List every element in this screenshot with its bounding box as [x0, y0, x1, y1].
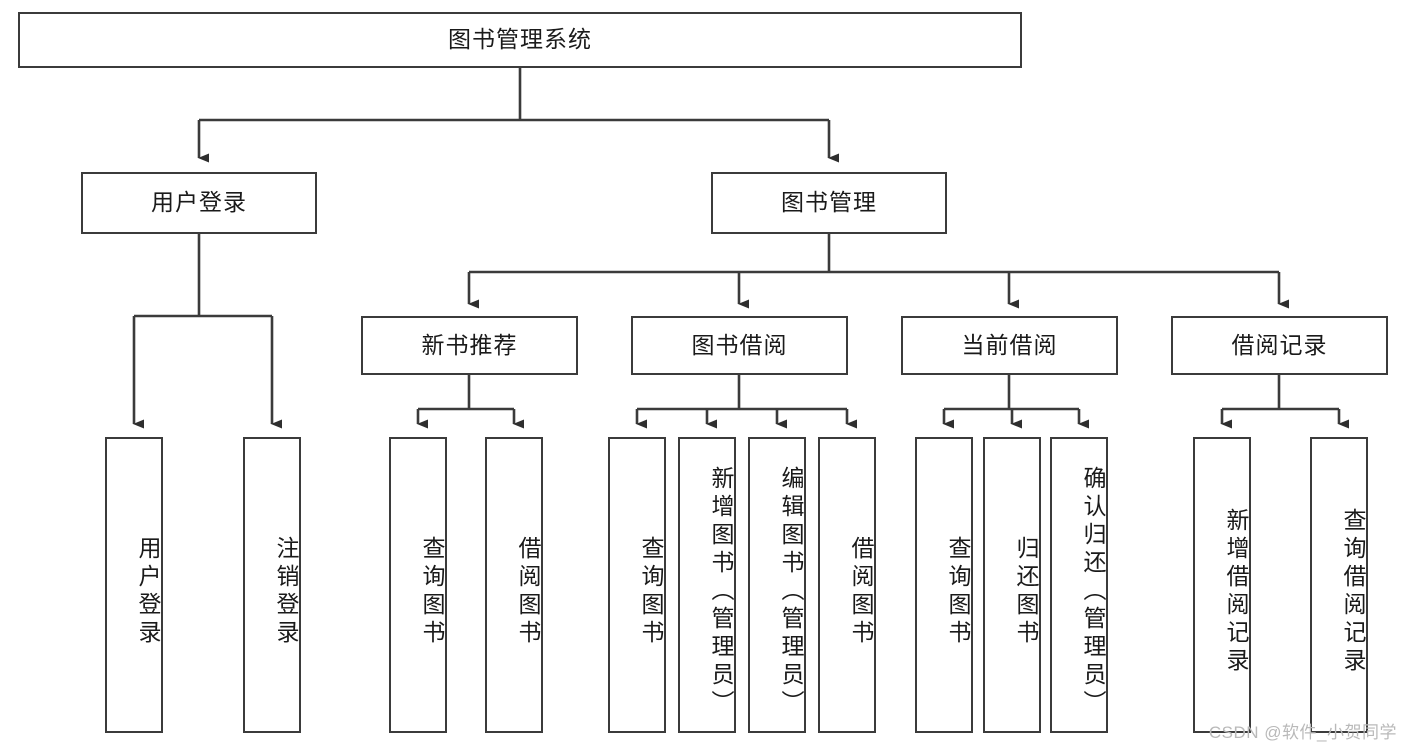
node-borrow-record: 借阅记录	[1171, 316, 1388, 375]
node-leaf-query-record: 查询借阅记录	[1310, 437, 1368, 733]
node-user-login: 用户登录	[81, 172, 317, 234]
node-label: 编辑图书（管理员）	[778, 466, 804, 718]
node-label: 确认归还（管理员）	[1080, 466, 1106, 718]
node-label: 查询图书	[419, 536, 445, 648]
node-label: 查询借阅记录	[1340, 508, 1366, 676]
node-label: 图书管理系统	[448, 26, 592, 53]
node-new-book-rec: 新书推荐	[361, 316, 578, 375]
node-leaf-borrow-book: 借阅图书	[818, 437, 876, 733]
node-book-borrow: 图书借阅	[631, 316, 848, 375]
node-label: 借阅图书	[848, 536, 874, 648]
node-leaf-query-book-rec: 查询图书	[389, 437, 447, 733]
node-label: 新增图书（管理员）	[708, 466, 734, 718]
node-current-borrow: 当前借阅	[901, 316, 1118, 375]
node-label: 图书管理	[781, 189, 877, 216]
node-label: 注销登录	[273, 536, 299, 648]
node-leaf-logout: 注销登录	[243, 437, 301, 733]
node-leaf-add-record: 新增借阅记录	[1193, 437, 1251, 733]
node-label: 用户登录	[135, 536, 161, 648]
node-leaf-borrow-book-rec: 借阅图书	[485, 437, 543, 733]
node-label: 新书推荐	[421, 331, 518, 358]
node-label: 借阅图书	[515, 536, 541, 648]
node-label: 归还图书	[1013, 536, 1039, 648]
node-leaf-user-login: 用户登录	[105, 437, 163, 733]
node-leaf-confirm-return: 确认归还（管理员）	[1050, 437, 1108, 733]
node-label: 新增借阅记录	[1223, 508, 1249, 676]
node-leaf-add-book: 新增图书（管理员）	[678, 437, 736, 733]
node-label: 图书借阅	[691, 331, 788, 358]
node-book-manage: 图书管理	[711, 172, 947, 234]
node-leaf-return-book: 归还图书	[983, 437, 1041, 733]
node-leaf-query-book-borrow: 查询图书	[608, 437, 666, 733]
node-label: 用户登录	[151, 189, 247, 216]
node-leaf-edit-book: 编辑图书（管理员）	[748, 437, 806, 733]
node-label: 借阅记录	[1231, 331, 1328, 358]
node-label: 查询图书	[945, 536, 971, 648]
node-leaf-query-book-current: 查询图书	[915, 437, 973, 733]
csdn-watermark: CSDN @软件_小贺同学	[1208, 723, 1397, 742]
node-label: 当前借阅	[961, 331, 1058, 358]
node-label: 查询图书	[638, 536, 664, 648]
node-root: 图书管理系统	[18, 12, 1022, 68]
